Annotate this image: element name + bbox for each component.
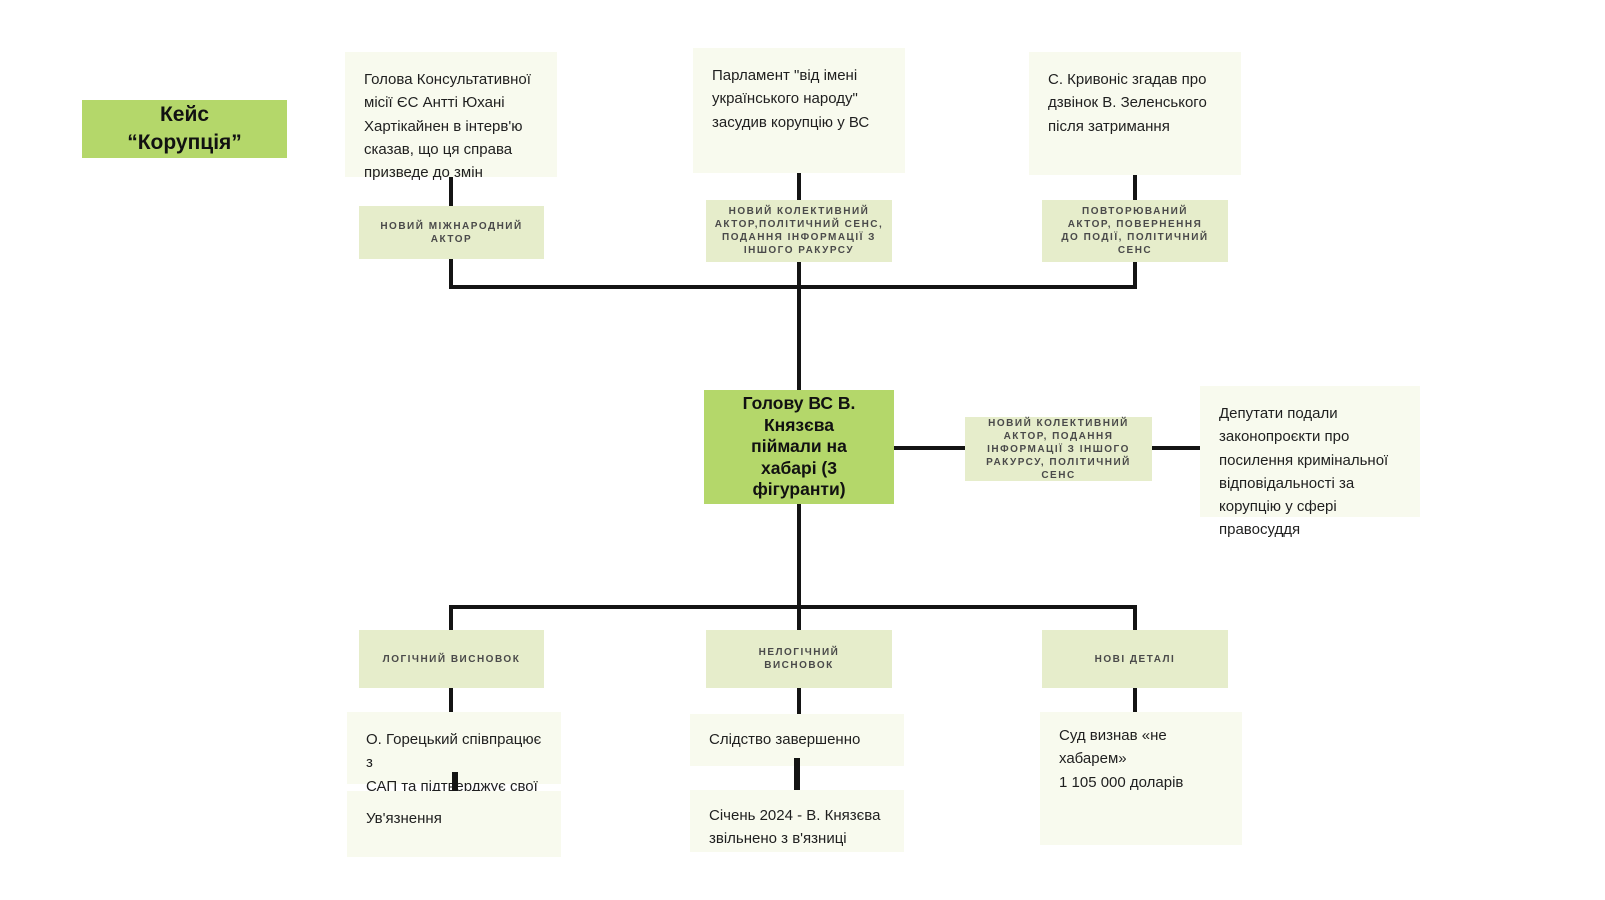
connector-left-cards-stub	[452, 772, 458, 802]
tag-new-details: НОВІ ДЕТАЛІ	[1042, 630, 1228, 688]
card-deputies-bills: Депутати подали законопроєкти про посиле…	[1200, 386, 1420, 538]
card-investigation-finished: Слідство завершенно	[690, 714, 904, 766]
card-court-not-a-bribe: Суд визнав «не хабарем» 1 105 000 доларі…	[1040, 712, 1242, 845]
connector-right-to-bus	[1133, 262, 1137, 287]
tag-illogical-conclusion: НЕЛОГІЧНИЙ ВИСНОВОК	[706, 630, 892, 688]
connector-mid-to-center	[797, 262, 801, 390]
connector-right-tag-to-card	[1152, 446, 1200, 450]
case-title: Кейс “Корупція”	[82, 100, 287, 158]
tag-recurring-actor: ПОВТОРЮВАНИЙ АКТОР, ПОВЕРНЕННЯ ДО ПОДІЇ,…	[1042, 200, 1228, 262]
connector-center-down	[797, 504, 801, 607]
connector-bus-to-bottom-left	[449, 605, 453, 630]
connector-bottom-mid-stub	[797, 688, 801, 714]
connector-top-mid-stub	[797, 173, 801, 200]
connector-center-to-right-tag	[894, 446, 965, 450]
card-parliament-statement: Парламент "від імені українського народу…	[693, 48, 905, 173]
connector-lower-bus	[449, 605, 1137, 609]
center-event-node: Голову ВС В. Князєва піймали на хабарі (…	[704, 390, 894, 504]
connector-bottom-left-stub	[449, 688, 453, 712]
connector-upper-bus	[449, 285, 1137, 289]
connector-top-left-stub	[449, 177, 453, 206]
card-kryvonis-statement: С. Кривоніс згадав про дзвінок В. Зеленс…	[1029, 52, 1241, 175]
connector-mid-cards-stub	[794, 758, 800, 796]
tag-new-collective-actor-info: НОВИЙ КОЛЕКТИВНИЙ АКТОР, ПОДАННЯ ІНФОРМА…	[965, 417, 1152, 481]
connector-left-to-bus	[449, 259, 453, 287]
card-january-2024-release: Січень 2024 - В. Князєва звільнено з в'я…	[690, 790, 904, 852]
tag-new-international-actor: НОВИЙ МІЖНАРОДНИЙ АКТОР	[359, 206, 544, 259]
connector-top-right-stub	[1133, 175, 1137, 200]
card-imprisonment: Ув'язнення	[347, 791, 561, 857]
connector-bottom-right-stub	[1133, 688, 1137, 712]
connector-bus-to-bottom-mid	[797, 605, 801, 630]
tag-new-collective-actor-political: НОВИЙ КОЛЕКТИВНИЙ АКТОР,ПОЛІТИЧНИЙ СЕНС,…	[706, 200, 892, 262]
tag-logical-conclusion: ЛОГІЧНИЙ ВИСНОВОК	[359, 630, 544, 688]
card-eu-mission-statement: Голова Консультативної місії ЄС Антті Юх…	[345, 52, 557, 181]
connector-bus-to-bottom-right	[1133, 605, 1137, 630]
